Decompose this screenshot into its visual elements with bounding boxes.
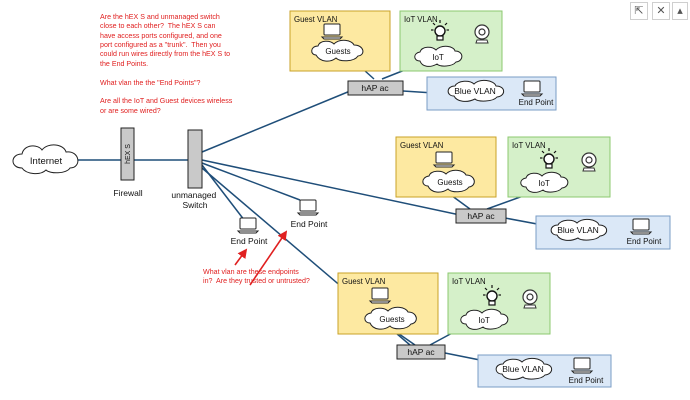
- export-icon[interactable]: ⇱: [630, 2, 648, 20]
- branch-1: Guest VLAN Guests IoT VLAN IoT hAP ac Bl…: [289, 10, 557, 111]
- laptop-icon: [571, 357, 593, 374]
- hap-ac-label: hAP ac: [361, 83, 389, 93]
- laptop-icon: [433, 151, 455, 168]
- firewall-caption: Firewall: [113, 188, 142, 198]
- center-endpoint-right: End Point: [291, 199, 328, 229]
- internet-cloud: Internet: [12, 144, 79, 175]
- laptop-icon: [237, 217, 259, 234]
- close-icon[interactable]: ✕: [652, 2, 670, 20]
- hap-ac-device: [455, 208, 507, 224]
- blue-vlan-label: Blue VLAN: [502, 364, 544, 374]
- hap-ac-device: [396, 344, 446, 360]
- question-note-top: Are the hEX S and unmanaged switch close…: [100, 13, 233, 115]
- guests-label: Guests: [437, 178, 462, 187]
- unmanaged-switch: [187, 129, 203, 189]
- laptop-icon: [297, 199, 319, 216]
- firewall-device: hEX S: [120, 127, 135, 181]
- scroll-icon[interactable]: ▴: [672, 2, 688, 20]
- endpoint-label: End Point: [627, 237, 662, 246]
- guest-vlan-label: Guest VLAN: [342, 277, 385, 286]
- iot-vlan-label: IoT VLAN: [512, 141, 546, 150]
- hap-ac-label: hAP ac: [407, 347, 435, 357]
- laptop-icon: [630, 218, 652, 235]
- red-arrows: [234, 230, 288, 286]
- guests-label: Guests: [379, 315, 404, 324]
- iot-label: IoT: [432, 53, 444, 62]
- branch-3: Guest VLAN Guests IoT VLAN IoT hAP ac Bl…: [337, 272, 612, 388]
- camera-icon: [581, 152, 597, 172]
- camera-icon: [522, 289, 538, 309]
- hap-ac-label: hAP ac: [467, 211, 495, 221]
- branch-2: Guest VLAN Guests IoT VLAN IoT hAP ac Bl…: [395, 136, 671, 250]
- guests-label: Guests: [325, 47, 350, 56]
- laptop-icon: [321, 23, 343, 40]
- endpoint-label: End Point: [569, 376, 604, 385]
- laptop-icon: [521, 80, 543, 97]
- center-endpoint-left: End Point: [231, 217, 268, 246]
- internet-label: Internet: [30, 156, 63, 167]
- blue-vlan-label: Blue VLAN: [557, 225, 599, 235]
- laptop-icon: [369, 287, 391, 304]
- guest-vlan-label: Guest VLAN: [294, 15, 337, 24]
- camera-icon: [474, 24, 490, 44]
- blue-vlan-label: Blue VLAN: [454, 86, 496, 96]
- hap-ac-device: [347, 80, 404, 96]
- endpoint-label: End Point: [519, 98, 554, 107]
- iot-label: IoT: [478, 316, 490, 325]
- iot-vlan-label: IoT VLAN: [452, 277, 486, 286]
- iot-label: IoT: [538, 179, 550, 188]
- guest-vlan-label: Guest VLAN: [400, 141, 443, 150]
- iot-vlan-label: IoT VLAN: [404, 15, 438, 24]
- firewall-device-label: hEX S: [125, 144, 132, 164]
- question-note-bottom: What vlan are these endpoints in? Are th…: [203, 268, 310, 286]
- center-endpoint-left-label: End Point: [231, 236, 268, 246]
- center-endpoint-right-label: End Point: [291, 219, 328, 229]
- switch-caption: unmanaged Switch: [171, 190, 218, 210]
